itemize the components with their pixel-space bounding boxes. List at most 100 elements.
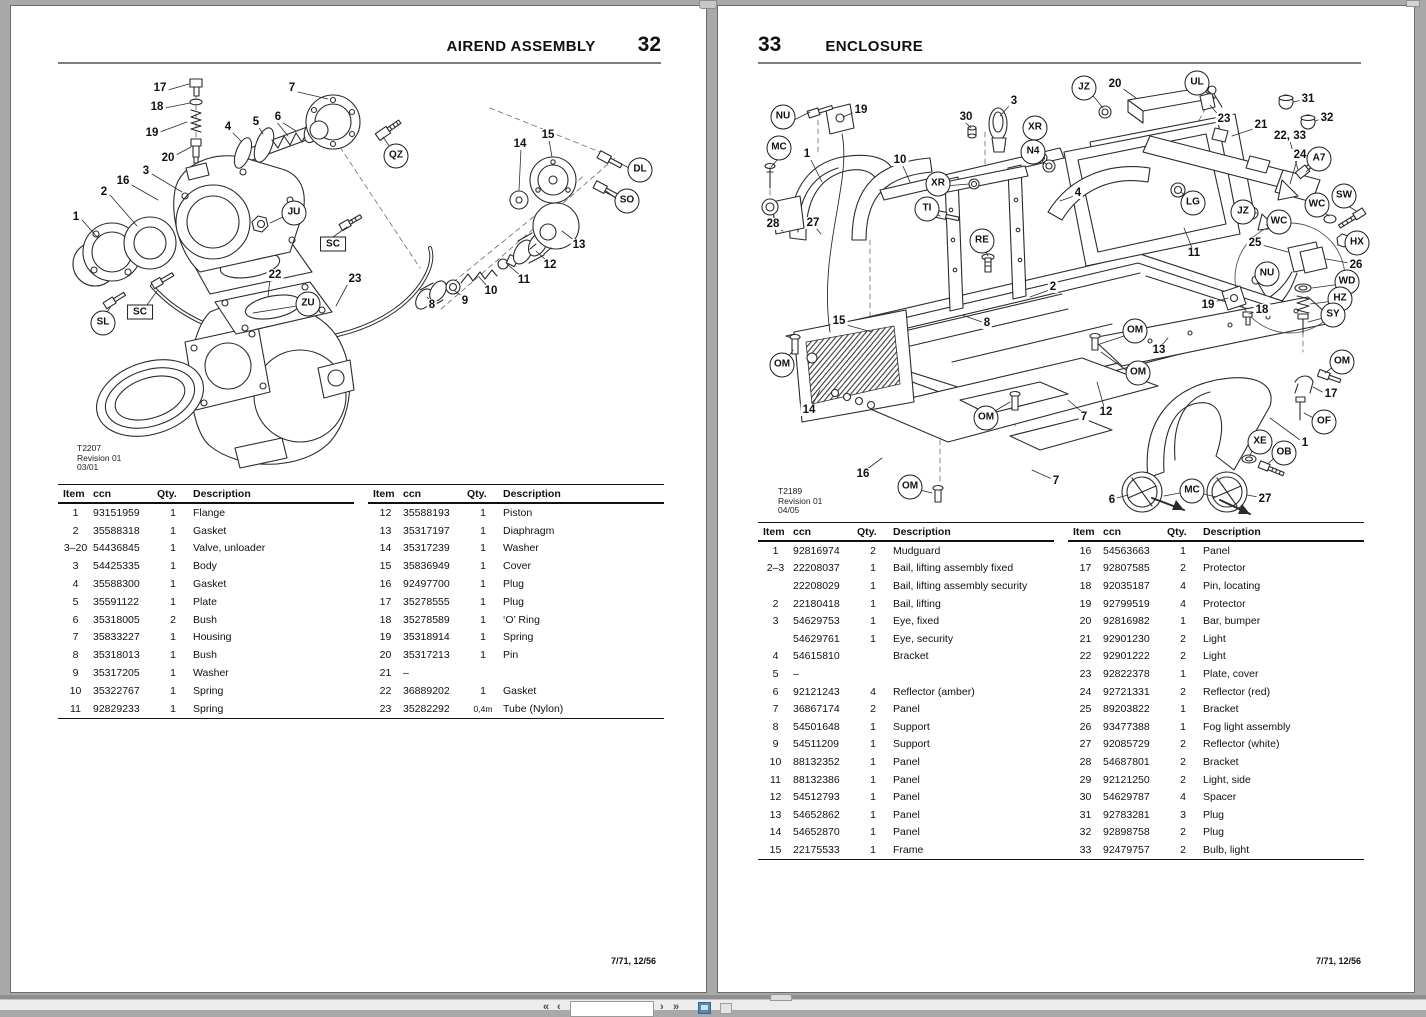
table-cell: 9 [72,667,79,680]
table-cell: Panel [893,808,920,821]
table-cell: Piston [503,506,533,519]
attachments-icon[interactable] [698,1002,711,1014]
table-cell: Valve, unloader [193,542,266,555]
table-cell: 11 [70,702,81,715]
table-cell: 22175533 [793,843,840,856]
table-cell: Bail, lifting assembly security [893,579,1028,592]
table-cell: 2 [772,597,779,610]
table-cell: 25 [1079,703,1092,716]
table-cell: 2 [72,524,79,537]
table-cell: 2 [870,703,876,716]
table-cell: 1 [480,524,486,537]
table-cell: 92822378 [1103,667,1150,680]
table-cell: 1 [170,649,176,662]
table-cell: Eye, fixed [893,615,940,628]
table-cell: 1 [480,613,486,626]
table-cell: 10 [69,684,82,697]
section-number: 33 [758,33,782,56]
figure-date: 03/01 [77,462,99,472]
table-cell: 16 [379,578,392,591]
table-cell: Washer [193,667,229,680]
table-cell: 1 [170,524,176,537]
table-cell: Bail, lifting assembly fixed [893,562,1014,575]
table-cell: 4 [72,578,79,591]
table-cell: 8 [772,720,779,733]
table-cell: Bracket [1203,755,1239,768]
table-cell: Flange [193,506,226,519]
table-cell: 35317197 [403,524,450,537]
table-cell: 1 [480,595,486,608]
table-cell: 21 [379,667,392,680]
table-cell: Diaphragm [503,524,555,537]
col-header-ccn: ccn [793,523,853,542]
table-cell: Tube (Nylon) [503,702,564,715]
table-cell: 35317213 [403,649,450,662]
table-cell: Panel [1203,544,1230,557]
table-cell: Bush [193,649,217,662]
table-cell: Gasket [503,684,537,697]
table-cell: Plug [503,595,525,608]
table-cell: Washer [503,542,539,555]
table-cell: 92901230 [1103,632,1150,645]
table-cell: Body [193,560,217,573]
table-cell: Bulb, light [1203,843,1250,856]
table-cell: 92816982 [1103,615,1150,628]
col-header-description: Description [503,485,664,504]
col-header-ccn: ccn [403,485,463,504]
table-cell: 22208037 [793,562,840,575]
first-page-button[interactable]: « [543,1001,550,1013]
table-cell: ‘O’ Ring [503,613,540,626]
table-cell: 35282292 [403,702,450,715]
toolbar-grip[interactable] [770,994,792,1001]
table-cell: 54512793 [793,791,840,804]
table-cell: 35278555 [403,595,450,608]
header-rule [58,62,661,64]
table-cell: 22180418 [793,597,840,610]
table-cell: – [793,667,799,680]
last-page-button[interactable]: » [673,1001,680,1013]
previous-page-button[interactable]: ‹ [557,1001,561,1013]
figure-code-block: T2189 Revision 01 04/05 [778,486,822,516]
col-header-item: Item [758,523,793,542]
table-cell: Protector [1203,562,1246,575]
scrollbar-top-button[interactable] [1406,0,1420,7]
table-cell: 1 [480,542,486,555]
table-cell: 89203822 [1103,703,1150,716]
figure-code: T2189 [778,486,803,496]
next-page-button[interactable]: › [660,1001,664,1013]
table-cell: 22208029 [793,579,840,592]
table-cell: 54501648 [793,720,840,733]
table-cell: 3–20 [63,542,88,555]
table-cell: Bush [193,613,217,626]
table-cell: 4 [870,685,876,698]
table-cell: 30 [1079,791,1092,804]
table-cell: 2 [1180,755,1186,768]
table-cell: 28 [1079,755,1092,768]
table-cell: 92816974 [793,544,840,557]
table-cell: 10 [769,755,782,768]
table-cell: 19 [379,631,392,644]
right-scrollbar-track[interactable] [1415,0,1426,1009]
table-cell: 2 [1180,738,1186,751]
table-cell: Panel [893,826,920,839]
table-cell: 22 [379,684,392,697]
table-cell: 1 [1180,544,1186,557]
table-cell: 93151959 [93,506,140,519]
table-cell: 24 [1079,685,1092,698]
page-number-input[interactable] [570,1001,654,1017]
table-cell: 20 [1079,615,1092,628]
table-cell: 1 [1180,667,1186,680]
table-cell: 35318005 [93,613,140,626]
table-cell: 1 [170,667,176,680]
